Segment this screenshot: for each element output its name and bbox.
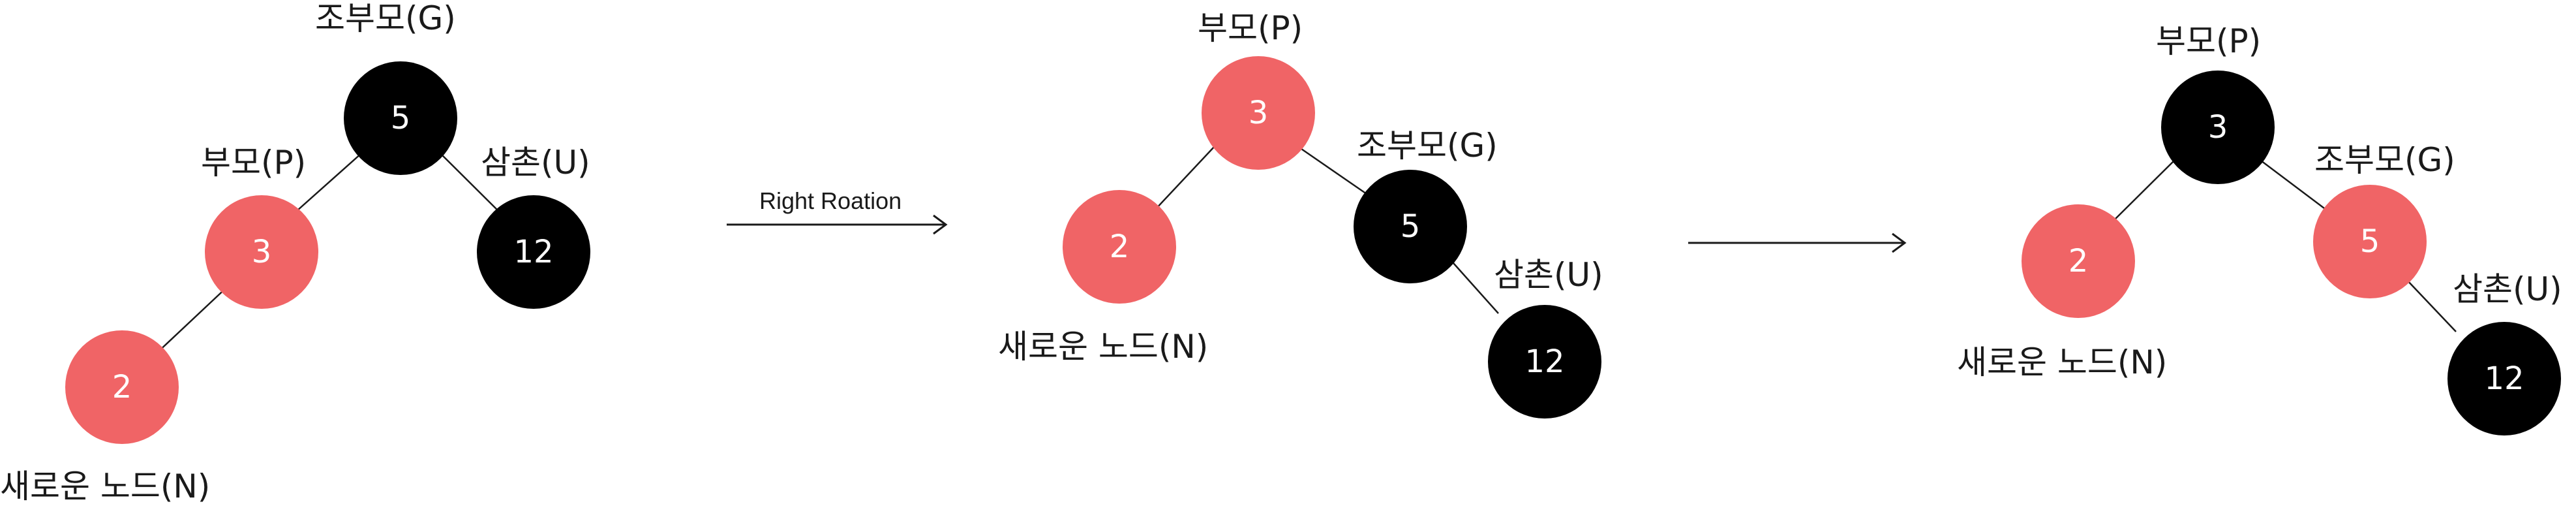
- rotation-arrow: Right Roation: [727, 187, 948, 235]
- node-circle-5: [1354, 170, 1467, 283]
- label-grandparent: 조부모(G): [315, 0, 456, 37]
- node-value-12: 12: [1524, 343, 1564, 380]
- tree-after-recolor: 3 2 5 12 부모(P) 조부모(G) 삼촌(U) 새로운 노드(N): [1957, 22, 2562, 435]
- label-parent: 부모(P): [2156, 22, 2261, 60]
- node-value-12: 12: [513, 234, 553, 270]
- node-circle-3: [205, 195, 318, 309]
- node-value-12: 12: [2484, 360, 2524, 397]
- node-value-5: 5: [391, 100, 411, 136]
- label-uncle: 삼촌(U): [481, 144, 590, 182]
- label-parent: 부모(P): [1198, 9, 1303, 47]
- node-circle-3: [2161, 71, 2275, 184]
- node-circle-12: [2447, 322, 2561, 435]
- label-new-node: 새로운 노드(N): [1957, 343, 2167, 381]
- label-uncle: 삼촌(U): [1494, 256, 1603, 294]
- node-value-2: 2: [2068, 243, 2089, 279]
- label-parent: 부모(P): [201, 144, 306, 182]
- arrow-head: [933, 214, 948, 235]
- edge-p-n: [1154, 145, 1216, 211]
- label-new-node: 새로운 노드(N): [0, 467, 210, 505]
- node-value-2: 2: [1110, 229, 1130, 265]
- node-value-5: 5: [2360, 223, 2380, 260]
- node-circle-5: [2313, 185, 2427, 298]
- edge-g-u: [1447, 257, 1499, 314]
- node-circle-12: [1488, 305, 1601, 419]
- edge-g-u: [2406, 279, 2457, 332]
- node-value-5: 5: [1401, 208, 1421, 245]
- label-grandparent: 조부모(G): [1357, 127, 1498, 165]
- tree-after-rotation: 3 2 5 12 부모(P) 조부모(G) 삼촌(U) 새로운 노드(N): [998, 9, 1603, 419]
- edge-p-g: [2260, 160, 2327, 211]
- arrow-label: Right Roation: [759, 187, 902, 214]
- node-circle-2: [65, 330, 179, 444]
- node-circle-2: [2022, 204, 2135, 318]
- recolor-arrow: [1688, 232, 1907, 253]
- label-grandparent: 조부모(G): [2314, 141, 2455, 179]
- edge-p-n: [156, 283, 231, 354]
- tree-before-rotation: 5 3 12 2 조부모(G) 부모(P) 삼촌(U) 새로운 노드(N): [0, 0, 590, 505]
- edge-p-g: [1299, 146, 1367, 195]
- edge-p-n: [2112, 159, 2175, 223]
- node-circle-3: [1202, 56, 1315, 170]
- arrow-head: [1892, 232, 1907, 253]
- label-new-node: 새로운 노드(N): [998, 328, 1208, 366]
- node-circle-12: [477, 195, 590, 309]
- node-circle-2: [1063, 190, 1176, 304]
- node-value-3: 3: [252, 234, 272, 270]
- node-value-3: 3: [2208, 109, 2228, 146]
- node-circle-5: [344, 61, 457, 175]
- label-uncle: 삼촌(U): [2453, 270, 2562, 308]
- node-value-3: 3: [1249, 95, 1269, 131]
- node-value-2: 2: [112, 369, 132, 405]
